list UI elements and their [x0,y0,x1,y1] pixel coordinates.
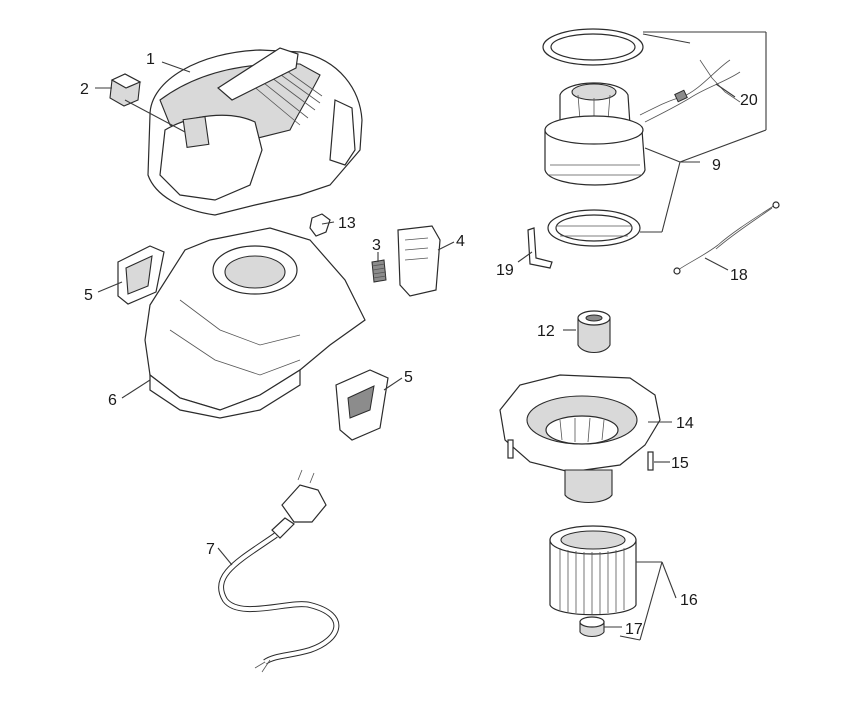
label-9: 9 [712,157,721,174]
label-2: 2 [80,81,89,98]
part-6-base-housing [144,227,366,419]
part-15-pins [507,439,654,471]
label-1: 1 [146,51,155,68]
label-16: 16 [680,592,698,609]
label-15: 15 [671,455,689,472]
part-9-motor-ring-bottom [547,209,641,247]
part-5-latch-left [117,245,165,305]
part-1-top-cover [147,47,363,216]
part-5-latch-right [335,369,389,441]
part-17-knob [579,616,605,638]
label-19: 19 [496,262,514,279]
label-6: 6 [108,392,117,409]
part-20-wire-harness [639,59,741,123]
part-16-cartridge-filter [549,525,637,616]
part-12-cylinder [577,310,611,354]
label-17: 17 [625,621,643,638]
part-2-switch-cap [109,73,142,107]
part-9-motor-ring-top [542,28,644,66]
label-20: 20 [740,92,758,109]
label-4: 4 [456,233,465,250]
label-5-right: 5 [404,369,413,386]
label-5-left: 5 [84,287,93,304]
part-18-cable [673,201,780,275]
label-13: 13 [338,215,356,232]
label-12: 12 [537,323,555,340]
part-4-bracket [397,225,441,297]
label-3: 3 [372,237,381,254]
part-14-filter-housing [499,374,661,504]
part-7-power-cable [218,469,340,673]
part-19-bracket [527,227,553,269]
label-18: 18 [730,267,748,284]
part-13-clip [309,213,331,237]
part-3-spring [371,259,387,283]
label-14: 14 [676,415,694,432]
leader-lines [95,31,767,641]
label-7: 7 [206,541,215,558]
part-9-motor [544,82,646,186]
